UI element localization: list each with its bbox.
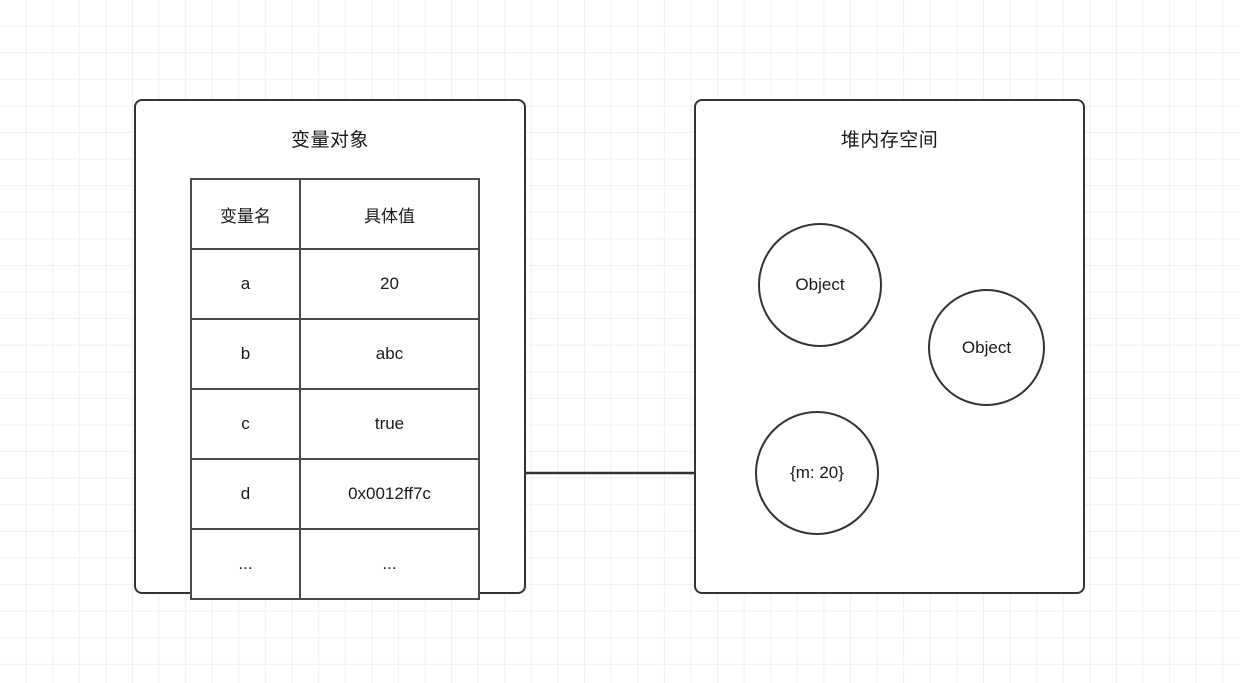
cell-variable-name: a [190, 248, 301, 320]
table-row: d 0x0012ff7c [190, 458, 480, 530]
heap-memory-title: 堆内存空间 [840, 130, 939, 151]
cell-variable-name: b [190, 318, 301, 390]
variable-object-title: 变量对象 [290, 130, 369, 151]
table-header-row: 变量名 具体值 [190, 178, 480, 250]
heap-object-circle-target: {m: 20} [755, 411, 879, 535]
table-row: b abc [190, 318, 480, 390]
cell-variable-name: d [190, 458, 301, 530]
heap-object-label: Object [961, 337, 1012, 357]
cell-variable-value: true [299, 388, 480, 460]
column-header-variable-name: 变量名 [190, 178, 301, 250]
cell-variable-name-ellipsis: ... [190, 528, 301, 600]
column-header-variable-value: 具体值 [299, 178, 480, 250]
cell-variable-value: 20 [299, 248, 480, 320]
cell-variable-value: abc [299, 318, 480, 390]
table-row: a 20 [190, 248, 480, 320]
cell-variable-name: c [190, 388, 301, 460]
table-row: c true [190, 388, 480, 460]
heap-object-label: Object [795, 275, 845, 294]
variable-table: 变量名 具体值 a 20 b abc c true d 0x0012ff7c .… [190, 178, 480, 600]
cell-variable-value-ellipsis: ... [299, 528, 480, 600]
heap-object-circle: Object [758, 223, 882, 347]
heap-object-label: {m: 20} [790, 463, 844, 482]
cell-variable-value-pointer: 0x0012ff7c [299, 458, 480, 530]
heap-object-circle: Object [928, 289, 1045, 406]
table-row: ... ... [190, 528, 480, 600]
